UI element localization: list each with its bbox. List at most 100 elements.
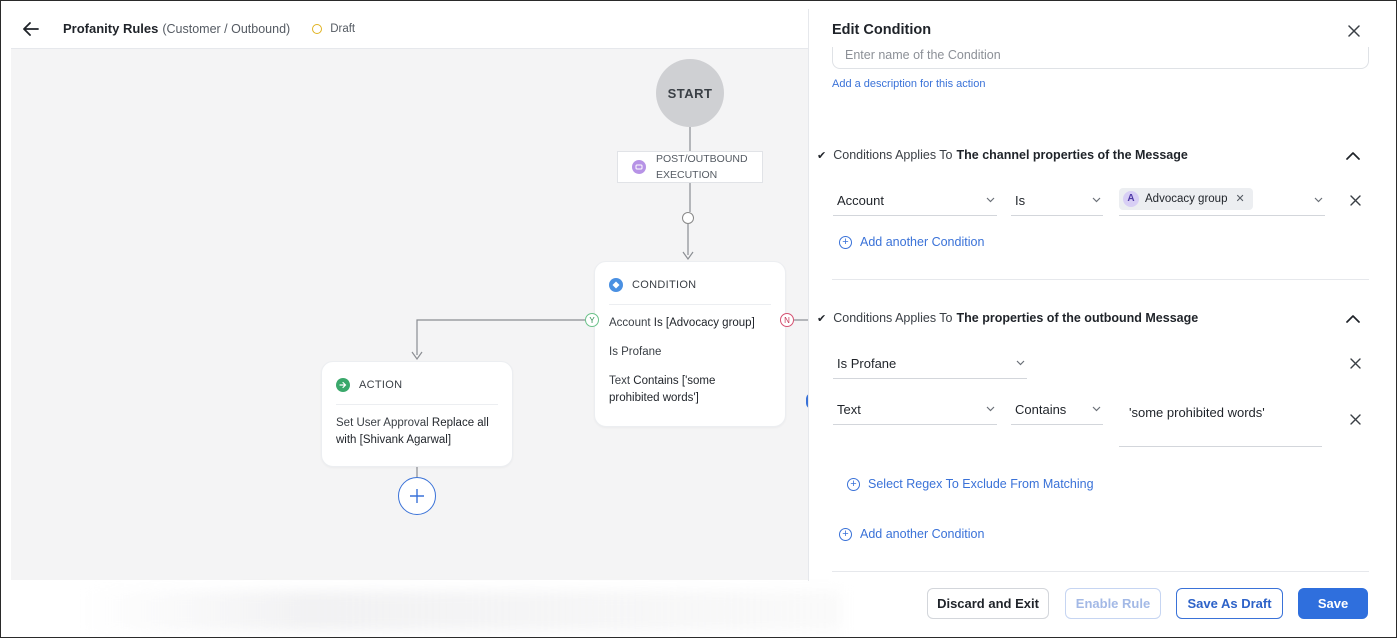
add-node-button[interactable] xyxy=(398,477,436,515)
trigger-label: POST/OUTBOUND EXECUTION xyxy=(656,151,748,183)
yes-branch-badge[interactable]: Y xyxy=(585,313,599,327)
field-select-value: Text xyxy=(837,402,861,417)
action-line: Set User Approval Replace all with [Shiv… xyxy=(336,415,498,449)
field-select-account[interactable]: Account xyxy=(833,186,997,216)
action-card[interactable]: ACTION Set User Approval Replace all wit… xyxy=(321,361,513,467)
chevron-down-icon xyxy=(1016,360,1025,366)
footer-shadow xyxy=(81,591,841,631)
trigger-label-line1: POST/OUTBOUND xyxy=(656,153,748,165)
panel-header xyxy=(809,9,1391,47)
field-select-value: Account xyxy=(837,193,884,208)
section-label: Conditions Applies To xyxy=(833,148,953,162)
no-branch-badge[interactable]: N xyxy=(780,313,794,327)
chevron-up-icon[interactable] xyxy=(1342,308,1364,330)
trigger-label-line2: EXECUTION xyxy=(656,169,718,181)
condition-operator: Contains xyxy=(633,375,679,387)
condition-line: Is Profane xyxy=(609,344,771,361)
text-value-input[interactable]: 'some prohibited words' xyxy=(1119,399,1322,447)
operator-select-value: Is xyxy=(1015,193,1026,208)
draft-status-icon xyxy=(312,23,323,34)
field-select-text[interactable]: Text xyxy=(833,395,997,425)
condition-value: ['some xyxy=(681,375,716,387)
edge-connector[interactable] xyxy=(682,212,694,224)
condition-value: prohibited words'] xyxy=(609,392,699,404)
condition-text: Is Profane xyxy=(609,346,662,358)
footer-bar: Discard and Exit Enable Rule Save As Dra… xyxy=(1,581,1396,637)
discard-and-exit-button[interactable]: Discard and Exit xyxy=(927,588,1049,619)
remove-condition-icon[interactable] xyxy=(1346,191,1364,209)
plus-icon xyxy=(410,489,424,503)
section-divider xyxy=(832,279,1369,280)
avatar: A xyxy=(1123,190,1139,207)
condition-line: Text Contains ['some prohibited words'] xyxy=(609,373,771,407)
value-multiselect[interactable]: A Advocacy group ✕ xyxy=(1119,182,1325,216)
add-another-condition-button[interactable]: + Add another Condition xyxy=(839,527,984,541)
section-value: The properties of the outbound Message xyxy=(956,311,1199,325)
chevron-down-icon xyxy=(1092,197,1101,203)
save-button[interactable]: Save xyxy=(1298,588,1368,619)
condition-header: CONDITION xyxy=(632,279,697,291)
flow-canvas[interactable]: START POST/OUTBOUND EXECUTION CONDITION … xyxy=(11,49,808,580)
close-icon[interactable] xyxy=(1344,21,1364,41)
page-subtitle: (Customer / Outbound) xyxy=(162,21,291,36)
remove-condition-icon[interactable] xyxy=(1346,410,1364,428)
add-condition-label: Add another Condition xyxy=(860,527,985,541)
condition-field: Account xyxy=(609,317,651,329)
field-select-is-profane[interactable]: Is Profane xyxy=(833,349,1027,379)
section-divider xyxy=(832,571,1369,572)
remove-condition-icon[interactable] xyxy=(1346,354,1364,372)
section-header-channel: ✔ Conditions Applies To The channel prop… xyxy=(817,148,1188,162)
edit-condition-panel: Edit Condition Add a description for thi… xyxy=(808,9,1391,581)
operator-select-is[interactable]: Is xyxy=(1011,186,1103,216)
page-title: Profanity Rules xyxy=(63,21,159,36)
condition-icon xyxy=(609,278,623,292)
action-arrow-icon xyxy=(336,378,350,392)
condition-card[interactable]: CONDITION Account Is [Advocacy group] Is… xyxy=(594,261,786,427)
section-value: The channel properties of the Message xyxy=(956,148,1188,162)
chevron-down-icon xyxy=(1092,406,1101,412)
select-regex-button[interactable]: + Select Regex To Exclude From Matching xyxy=(847,477,1094,491)
enable-rule-button[interactable]: Enable Rule xyxy=(1065,588,1161,619)
add-another-condition-button[interactable]: + Add another Condition xyxy=(839,235,984,249)
chevron-down-icon xyxy=(986,197,995,203)
operator-select-contains[interactable]: Contains xyxy=(1011,395,1103,425)
chevron-down-icon xyxy=(1314,197,1323,203)
remove-chip-icon[interactable]: ✕ xyxy=(1235,193,1245,205)
field-select-value: Is Profane xyxy=(837,356,897,371)
condition-line: Account Is [Advocacy group] xyxy=(609,315,771,332)
add-condition-label: Add another Condition xyxy=(860,235,985,249)
trigger-icon xyxy=(632,160,646,174)
chevron-up-icon[interactable] xyxy=(1342,145,1364,167)
condition-value: [Advocacy group] xyxy=(665,317,755,329)
top-bar: Profanity Rules (Customer / Outbound) Dr… xyxy=(11,9,808,49)
action-value: with [Shivank Agarwal] xyxy=(336,434,452,446)
trigger-node[interactable]: POST/OUTBOUND EXECUTION xyxy=(617,151,763,183)
check-icon: ✔ xyxy=(817,312,827,325)
chip-label: Advocacy group xyxy=(1145,192,1228,205)
action-type: Set User Approval xyxy=(336,417,429,429)
save-as-draft-button[interactable]: Save As Draft xyxy=(1176,588,1283,619)
add-description-link[interactable]: Add a description for this action xyxy=(832,78,986,90)
plus-circle-icon: + xyxy=(839,527,852,541)
edge-handle[interactable] xyxy=(806,393,808,409)
section-header-outbound: ✔ Conditions Applies To The properties o… xyxy=(817,311,1198,325)
action-header: ACTION xyxy=(359,379,403,391)
action-value: Replace all xyxy=(431,417,489,429)
section-label: Conditions Applies To xyxy=(833,311,953,325)
plus-circle-icon: + xyxy=(839,235,852,249)
check-icon: ✔ xyxy=(817,149,827,162)
operator-select-value: Contains xyxy=(1015,402,1067,417)
value-chip: A Advocacy group ✕ xyxy=(1119,187,1253,210)
condition-operator: Is xyxy=(653,317,663,329)
plus-circle-icon: + xyxy=(847,477,860,491)
select-regex-label: Select Regex To Exclude From Matching xyxy=(868,477,1094,491)
panel-title: Edit Condition xyxy=(832,22,932,38)
condition-field: Text xyxy=(609,375,631,387)
flow-edges xyxy=(411,127,808,477)
start-node[interactable]: START xyxy=(656,59,724,127)
back-arrow-icon[interactable] xyxy=(13,11,49,47)
status-badge: Draft xyxy=(312,23,355,35)
status-label: Draft xyxy=(330,22,356,35)
chevron-down-icon xyxy=(986,406,995,412)
